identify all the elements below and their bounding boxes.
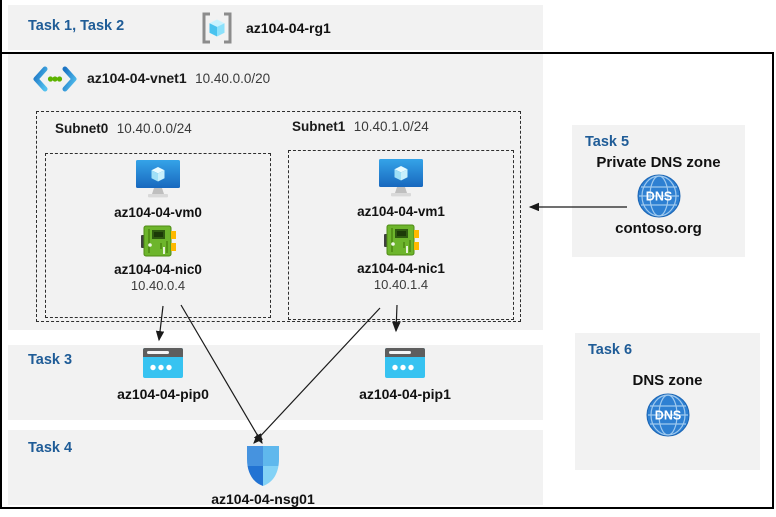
subnet0-box: az104-04-vm0 az104-04-nic0 10.40.0.4 (45, 153, 271, 318)
task3-band: Task 3 az104-04-pip0 az104-04-pip1 (8, 345, 543, 420)
pip1-node: az104-04-pip1 (330, 348, 480, 402)
private-dns-icon: DNS (637, 174, 680, 218)
task4-label: Task 4 (28, 440, 73, 456)
nic0-icon (141, 225, 176, 257)
task4-band: Task 4 az104-04-nsg01 (8, 430, 543, 507)
nsg-node: az104-04-nsg01 (183, 445, 343, 507)
subnet0-label: Subnet0 10.40.0.0/24 (55, 120, 192, 138)
subnet1-cidr: 10.40.1.0/24 (353, 119, 429, 134)
subnet0-name: Subnet0 (55, 121, 109, 136)
vm1-name: az104-04-vm1 (357, 204, 445, 219)
task6-label: Task 6 (588, 342, 633, 358)
task5-box: Task 5 Private DNS zone DNS contoso.org (572, 125, 745, 257)
pip0-node: az104-04-pip0 (88, 348, 238, 402)
private-dns-zone-title: Private DNS zone (596, 154, 721, 171)
nsg-shield-icon (247, 446, 279, 486)
virtual-network-icon (33, 66, 77, 92)
subnets-container: Subnet0 10.40.0.0/24 Subnet1 10.40.1.0/2… (36, 111, 521, 322)
vm0-name: az104-04-vm0 (114, 205, 202, 220)
resource-group-node: az104-04-rg1 (200, 5, 331, 50)
task3-label: Task 3 (28, 352, 73, 368)
outer-frame (0, 52, 774, 509)
vnet-header: az104-04-vnet1 10.40.0.0/20 (32, 66, 270, 92)
subnet1-label: Subnet1 10.40.1.0/24 (292, 118, 429, 136)
subnet0-cidr: 10.40.0.0/24 (116, 121, 192, 136)
task1-2-band: Task 1, Task 2 az104-04-rg1 (8, 5, 543, 50)
private-dns-icon-text: DNS (645, 190, 671, 204)
nic0-ip: 10.40.0.4 (130, 278, 186, 293)
nic0-name: az104-04-nic0 (114, 262, 202, 277)
task5-label: Task 5 (585, 134, 630, 150)
vm1-icon (379, 159, 423, 197)
pip1-icon (385, 348, 425, 378)
nic1-name: az104-04-nic1 (357, 261, 445, 276)
private-dns-zone-name: contoso.org (615, 220, 702, 237)
frame-left-stub (0, 0, 2, 54)
task6-box: Task 6 DNS zone DNS (575, 333, 760, 470)
subnet1-name: Subnet1 (292, 119, 346, 134)
vnet-panel: az104-04-vnet1 10.40.0.0/20 Subnet0 10.4… (8, 54, 543, 330)
pip0-name: az104-04-pip0 (117, 386, 209, 402)
nic1-icon (384, 224, 419, 256)
vm0-icon (136, 160, 180, 198)
task1-2-label: Task 1, Task 2 (28, 18, 125, 34)
vnet-name: az104-04-vnet1 (87, 70, 187, 86)
pip1-name: az104-04-pip1 (359, 386, 451, 402)
resource-group-icon (202, 12, 232, 43)
nsg-name: az104-04-nsg01 (211, 491, 315, 507)
dns-zone-title: DNS zone (632, 372, 703, 389)
vnet-cidr: 10.40.0.0/20 (195, 71, 271, 86)
dns-zone-icon-text: DNS (654, 409, 680, 423)
nic1-ip: 10.40.1.4 (373, 277, 429, 292)
subnet1-box: az104-04-vm1 az104-04-nic1 10.40.1.4 (288, 150, 514, 320)
pip0-icon (143, 348, 183, 378)
dns-zone-icon: DNS (646, 393, 689, 437)
resource-group-name: az104-04-rg1 (246, 19, 331, 36)
